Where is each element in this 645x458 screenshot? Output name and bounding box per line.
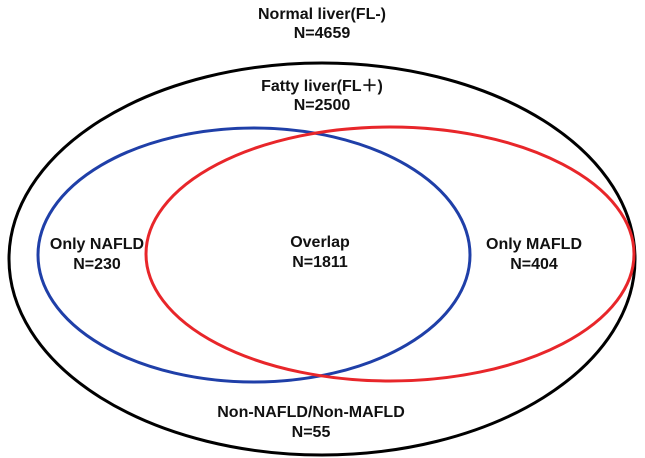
fatty-liver-count: N=2500	[294, 97, 351, 114]
neither-title: Non-NAFLD/Non-MAFLD	[217, 404, 405, 421]
only-mafld-count: N=404	[510, 256, 558, 273]
normal-liver-title: Normal liver(FL-)	[258, 6, 386, 23]
normal-liver-count: N=4659	[294, 25, 351, 42]
only-mafld-title: Only MAFLD	[486, 236, 582, 253]
only-nafld-count: N=230	[73, 256, 121, 273]
overlap-count: N=1811	[292, 254, 348, 271]
overlap-title: Overlap	[290, 234, 350, 251]
mafld-ellipse	[144, 125, 636, 383]
neither-count: N=55	[292, 424, 331, 441]
nafld-ellipse	[36, 126, 472, 384]
only-nafld-title: Only NAFLD	[50, 236, 144, 253]
fatty-liver-title: Fatty liver(FL＋)	[261, 78, 383, 95]
